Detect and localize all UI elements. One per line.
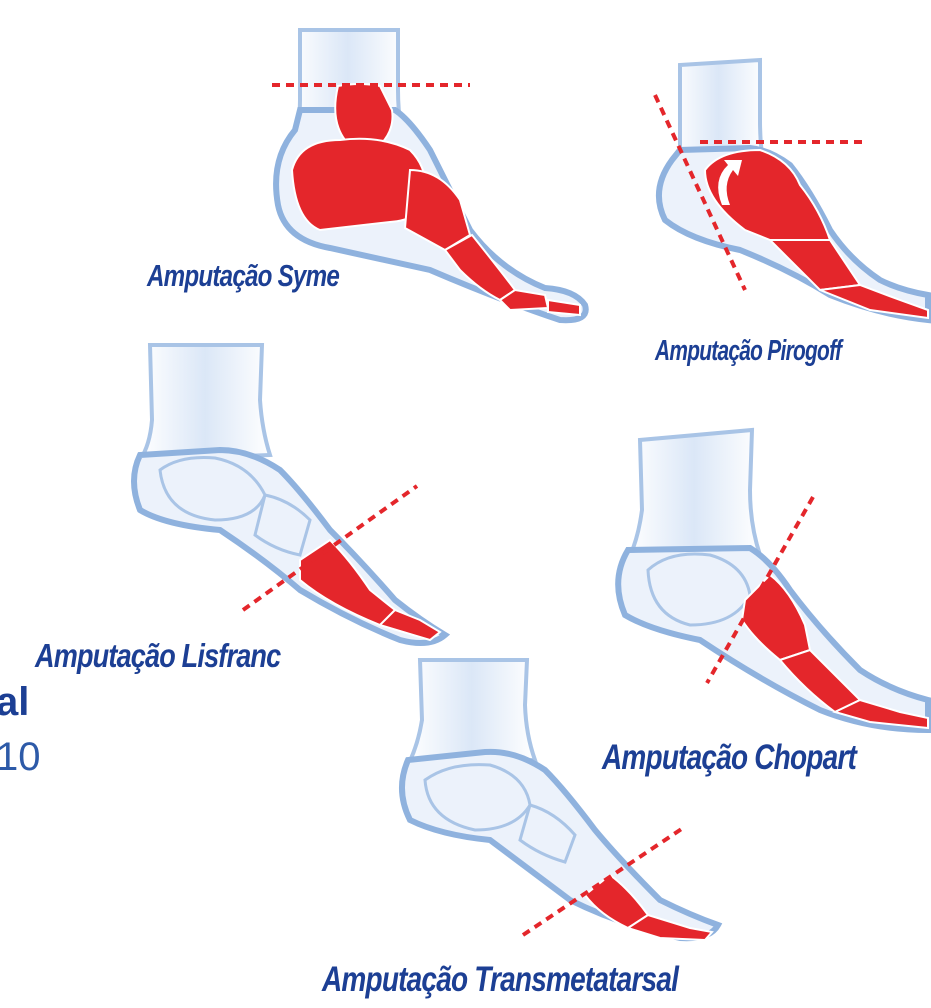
foot-lisfranc bbox=[134, 345, 445, 643]
cropped-edge-text-line2: 10 bbox=[0, 735, 41, 780]
foot-skeleton-icon bbox=[140, 345, 270, 460]
label-transmetatarsal: Amputação Transmetatarsal bbox=[322, 960, 678, 1000]
foot-transmetatarsal bbox=[402, 660, 718, 940]
label-syme: Amputação Syme bbox=[147, 258, 339, 294]
foot-pirogoff bbox=[655, 60, 928, 320]
label-pirogoff: Amputação Pirogoff bbox=[655, 335, 841, 368]
label-chopart: Amputação Chopart bbox=[602, 738, 856, 778]
foot-chopart bbox=[618, 430, 928, 730]
cropped-edge-text-line1: al bbox=[0, 680, 29, 725]
foot-skeleton-icon bbox=[408, 660, 535, 765]
label-lisfranc: Amputação Lisfranc bbox=[35, 637, 280, 675]
foot-skeleton-icon bbox=[628, 430, 760, 560]
